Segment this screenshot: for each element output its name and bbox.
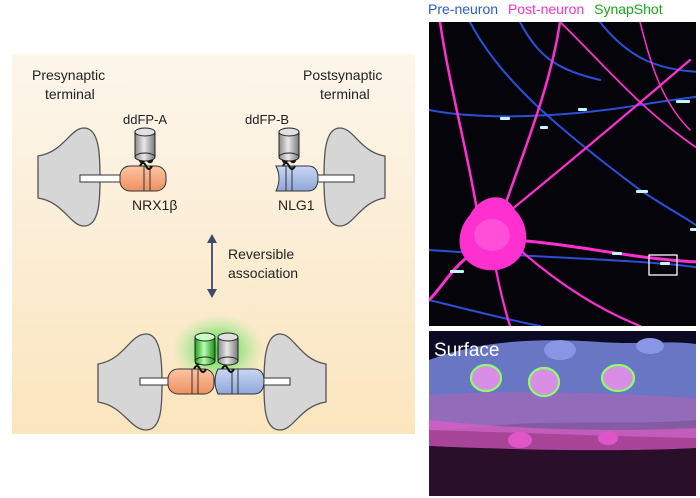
nlg1-protein-bound [214,368,265,395]
legend-synapshot: SynapShot [594,1,663,17]
nrx1b-protein [119,165,167,192]
legend-pre-neuron: Pre-neuron [428,1,498,17]
fluorescent-protein-icon [194,332,216,366]
ddfp-a-icon [134,127,156,162]
nlg1-protein [275,165,319,192]
double-arrow-icon [207,234,217,298]
nrx1b-protein-bound [167,368,215,395]
ddfp-b-label: ddFP-B [245,112,289,127]
nlg-stalk [315,174,355,183]
neuron-micrograph [429,22,696,326]
ddfp-a-label: ddFP-A [123,112,167,127]
ddfp-b-icon [278,127,300,162]
postsynaptic-title-line1: Postsynaptic [303,67,382,83]
nrx-stalk [79,174,121,183]
ddfp-b-bound-icon [217,332,239,366]
presynaptic-title-line2: terminal [45,86,95,102]
association-label-line2: association [228,265,298,281]
presynaptic-title-line1: Presynaptic [32,67,105,83]
surface-label: Surface [434,340,499,361]
postsynaptic-title-line2: terminal [320,86,370,102]
nrx1b-label: NRX1β [132,197,177,213]
surface-rendering: Surface [429,331,696,496]
association-label-line1: Reversible [228,246,294,262]
zoom-box [648,254,678,276]
legend-post-neuron: Post-neuron [508,1,584,17]
nlg1-label: NLG1 [278,197,315,213]
legend: Pre-neuron Post-neuron SynapShot [428,1,663,17]
